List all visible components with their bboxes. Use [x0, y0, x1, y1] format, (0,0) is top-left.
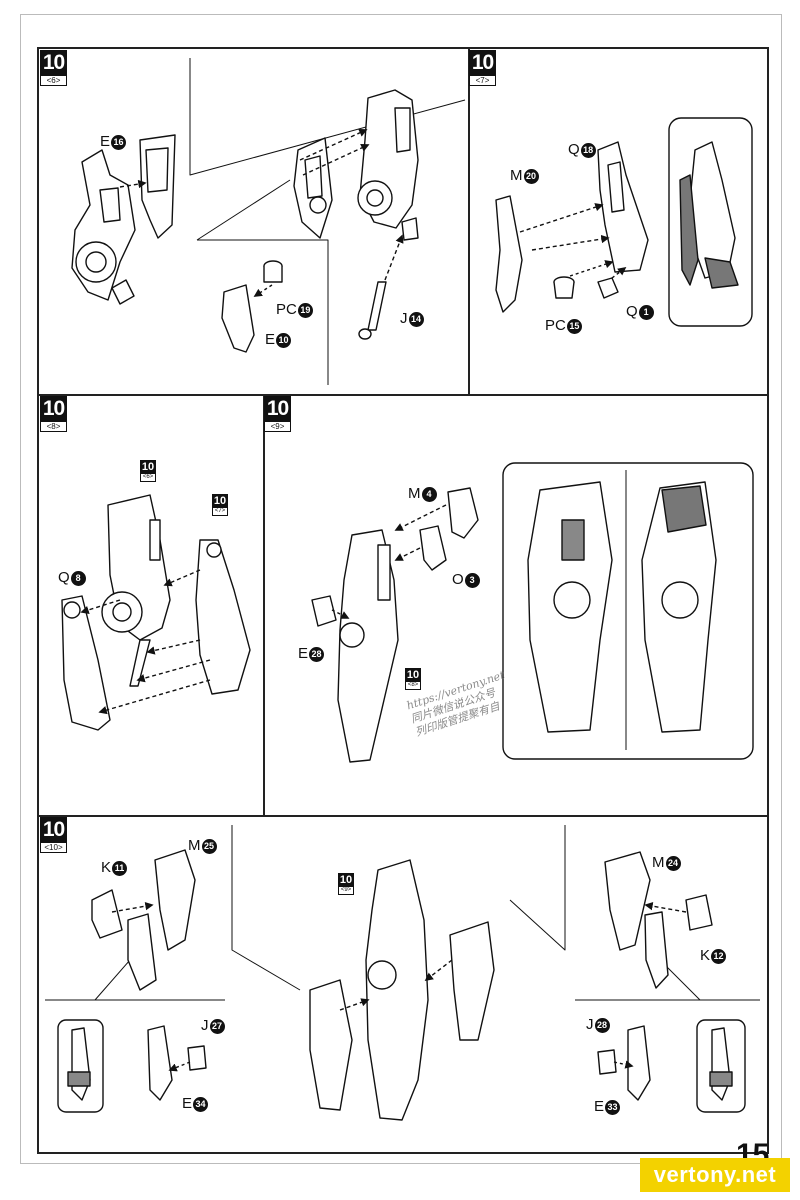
- step-number: 10: [469, 50, 496, 76]
- step-number: 10: [264, 396, 291, 422]
- step-badge-10: 10 <10>: [40, 817, 67, 853]
- step9-drawing: [311, 462, 754, 763]
- step-substep: <6>: [40, 76, 67, 86]
- step-badge-9: 10 <9>: [264, 396, 291, 432]
- step-badge-7: 10 <7>: [469, 50, 496, 86]
- site-banner[interactable]: vertony.net: [640, 1158, 790, 1192]
- step-number: 10: [40, 50, 67, 76]
- step-substep: <7>: [469, 76, 496, 86]
- page-frame: [20, 14, 782, 1164]
- ref-badge-step6: 10 <6>: [140, 460, 156, 482]
- step-badge-8: 10 <8>: [40, 396, 67, 432]
- ref-badge-step8: 10 <8>: [405, 668, 421, 690]
- step-number: 10: [40, 817, 67, 843]
- step-number: 10: [40, 396, 67, 422]
- step-substep: <10>: [40, 843, 67, 853]
- divider-col-a: [468, 49, 470, 394]
- step8-drawing: [61, 494, 251, 731]
- ref-badge-step7: 10 <7>: [212, 494, 228, 516]
- step6-drawing: [71, 58, 466, 385]
- divider-row2: [39, 815, 767, 817]
- step-substep: <8>: [40, 422, 67, 432]
- step10-drawing: [45, 825, 760, 1121]
- ref-badge-step9: 10 <9>: [338, 873, 354, 895]
- step-substep: <9>: [264, 422, 291, 432]
- step7-drawing: [495, 117, 753, 327]
- divider-row1: [39, 394, 767, 396]
- divider-col-b: [263, 394, 265, 815]
- step-badge-6: 10 <6>: [40, 50, 67, 86]
